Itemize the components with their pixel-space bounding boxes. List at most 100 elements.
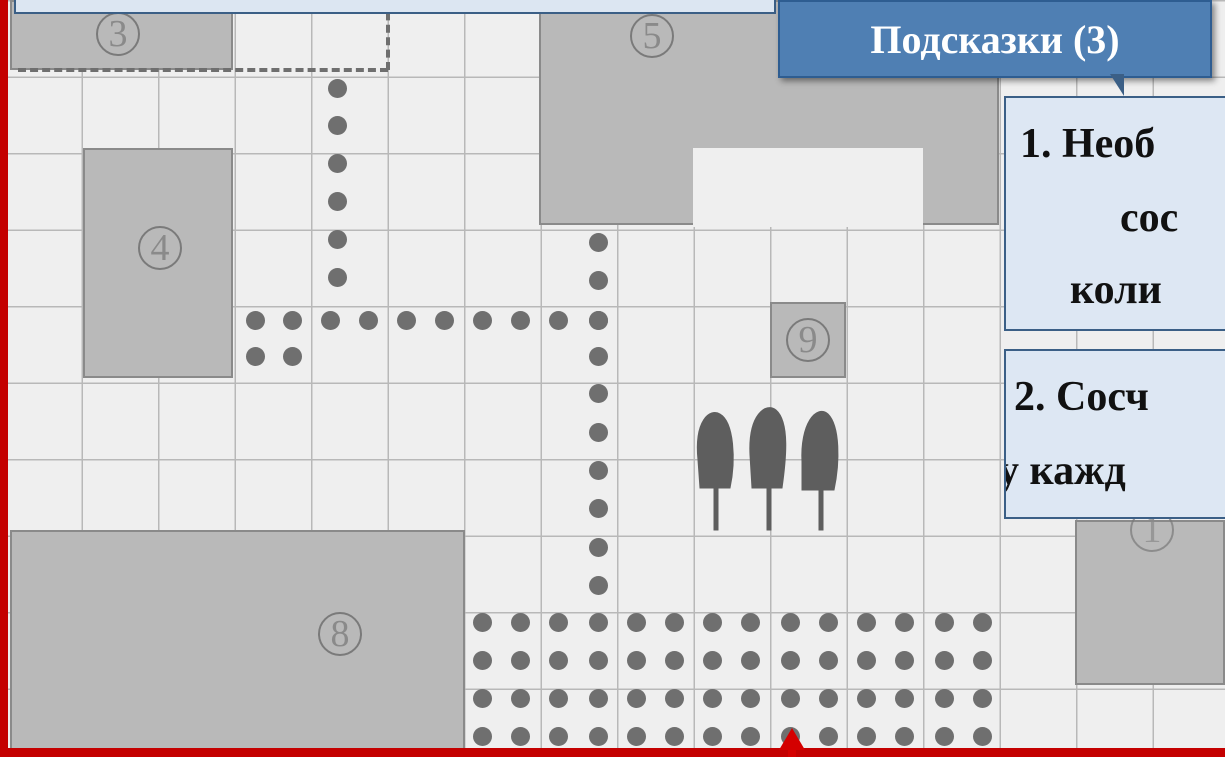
path-dot	[589, 271, 608, 290]
callout-pointer	[1110, 74, 1124, 96]
arrow-up-icon	[779, 728, 805, 750]
path-dot	[741, 651, 760, 670]
path-dot	[935, 651, 954, 670]
path-dot	[589, 727, 608, 746]
hint-2-line-2: у кажд	[1004, 447, 1126, 495]
path-dot	[819, 727, 838, 746]
dashed-path	[18, 68, 388, 72]
path-dot	[781, 613, 800, 632]
path-dot	[973, 727, 992, 746]
path-dot	[589, 689, 608, 708]
path-dot	[589, 651, 608, 670]
path-dot	[473, 651, 492, 670]
path-dot	[973, 613, 992, 632]
hint-1: 1. Необ сос коли	[1004, 96, 1225, 331]
hint-1-line-1: 1. Необ	[1020, 120, 1155, 168]
path-dot	[857, 613, 876, 632]
path-dot	[549, 651, 568, 670]
path-dot	[973, 651, 992, 670]
path-dot	[511, 727, 530, 746]
path-dot	[328, 79, 347, 98]
path-dot	[589, 538, 608, 557]
path-dot	[246, 311, 265, 330]
hint-2-line-1: 2. Сосч	[1014, 373, 1149, 421]
path-dot	[328, 116, 347, 135]
path-dot	[665, 613, 684, 632]
path-dot	[895, 689, 914, 708]
path-dot	[589, 613, 608, 632]
path-dot	[703, 613, 722, 632]
building-8	[10, 530, 465, 755]
path-dot	[283, 311, 302, 330]
path-dot	[857, 689, 876, 708]
path-dot	[328, 154, 347, 173]
path-dot	[627, 689, 646, 708]
path-dot	[665, 689, 684, 708]
building-number-8: 8	[318, 612, 362, 656]
path-dot	[895, 651, 914, 670]
path-dot	[819, 689, 838, 708]
frame-bottom-border	[0, 748, 1225, 757]
path-dot	[246, 347, 265, 366]
path-dot	[473, 727, 492, 746]
path-dot	[935, 613, 954, 632]
hint-1-line-2: сос	[1120, 194, 1178, 242]
path-dot	[665, 651, 684, 670]
path-dot	[703, 727, 722, 746]
path-dot	[473, 613, 492, 632]
path-dot	[589, 233, 608, 252]
path-dot	[328, 268, 347, 287]
trees-icon	[690, 400, 850, 535]
path-dot	[321, 311, 340, 330]
path-dot	[703, 689, 722, 708]
path-dot	[473, 689, 492, 708]
path-dot	[781, 651, 800, 670]
path-dot	[857, 727, 876, 746]
hint-1-line-3: коли	[1070, 266, 1162, 314]
path-dot	[511, 311, 530, 330]
path-dot	[741, 727, 760, 746]
path-dot	[819, 613, 838, 632]
path-dot	[589, 384, 608, 403]
path-dot	[328, 192, 347, 211]
path-dot	[589, 347, 608, 366]
path-dot	[627, 651, 646, 670]
arrow-stem	[788, 749, 796, 757]
path-dot	[741, 613, 760, 632]
path-dot	[589, 311, 608, 330]
path-dot	[589, 423, 608, 442]
path-dot	[627, 613, 646, 632]
path-dot	[589, 576, 608, 595]
path-dot	[549, 311, 568, 330]
path-dot	[703, 651, 722, 670]
path-dot	[435, 311, 454, 330]
frame-left-border	[0, 0, 8, 757]
building-number-4: 4	[138, 226, 182, 270]
path-dot	[781, 689, 800, 708]
hint-2: 2. Сосч у кажд	[1004, 349, 1225, 519]
path-dot	[895, 727, 914, 746]
building-number-9: 9	[786, 318, 830, 362]
path-dot	[511, 651, 530, 670]
path-dot	[589, 461, 608, 480]
path-dot	[935, 727, 954, 746]
top-panel	[14, 0, 776, 14]
path-dot	[549, 613, 568, 632]
hints-button[interactable]: Подсказки (3)	[778, 0, 1212, 78]
path-dot	[397, 311, 416, 330]
path-dot	[935, 689, 954, 708]
path-dot	[511, 613, 530, 632]
path-dot	[359, 311, 378, 330]
path-dot	[741, 689, 760, 708]
path-dot	[511, 689, 530, 708]
path-dot	[328, 230, 347, 249]
building-5-notch	[693, 148, 923, 227]
path-dot	[819, 651, 838, 670]
path-dot	[973, 689, 992, 708]
path-dot	[549, 727, 568, 746]
path-dot	[895, 613, 914, 632]
path-dot	[549, 689, 568, 708]
path-dot	[857, 651, 876, 670]
building-number-5: 5	[630, 14, 674, 58]
